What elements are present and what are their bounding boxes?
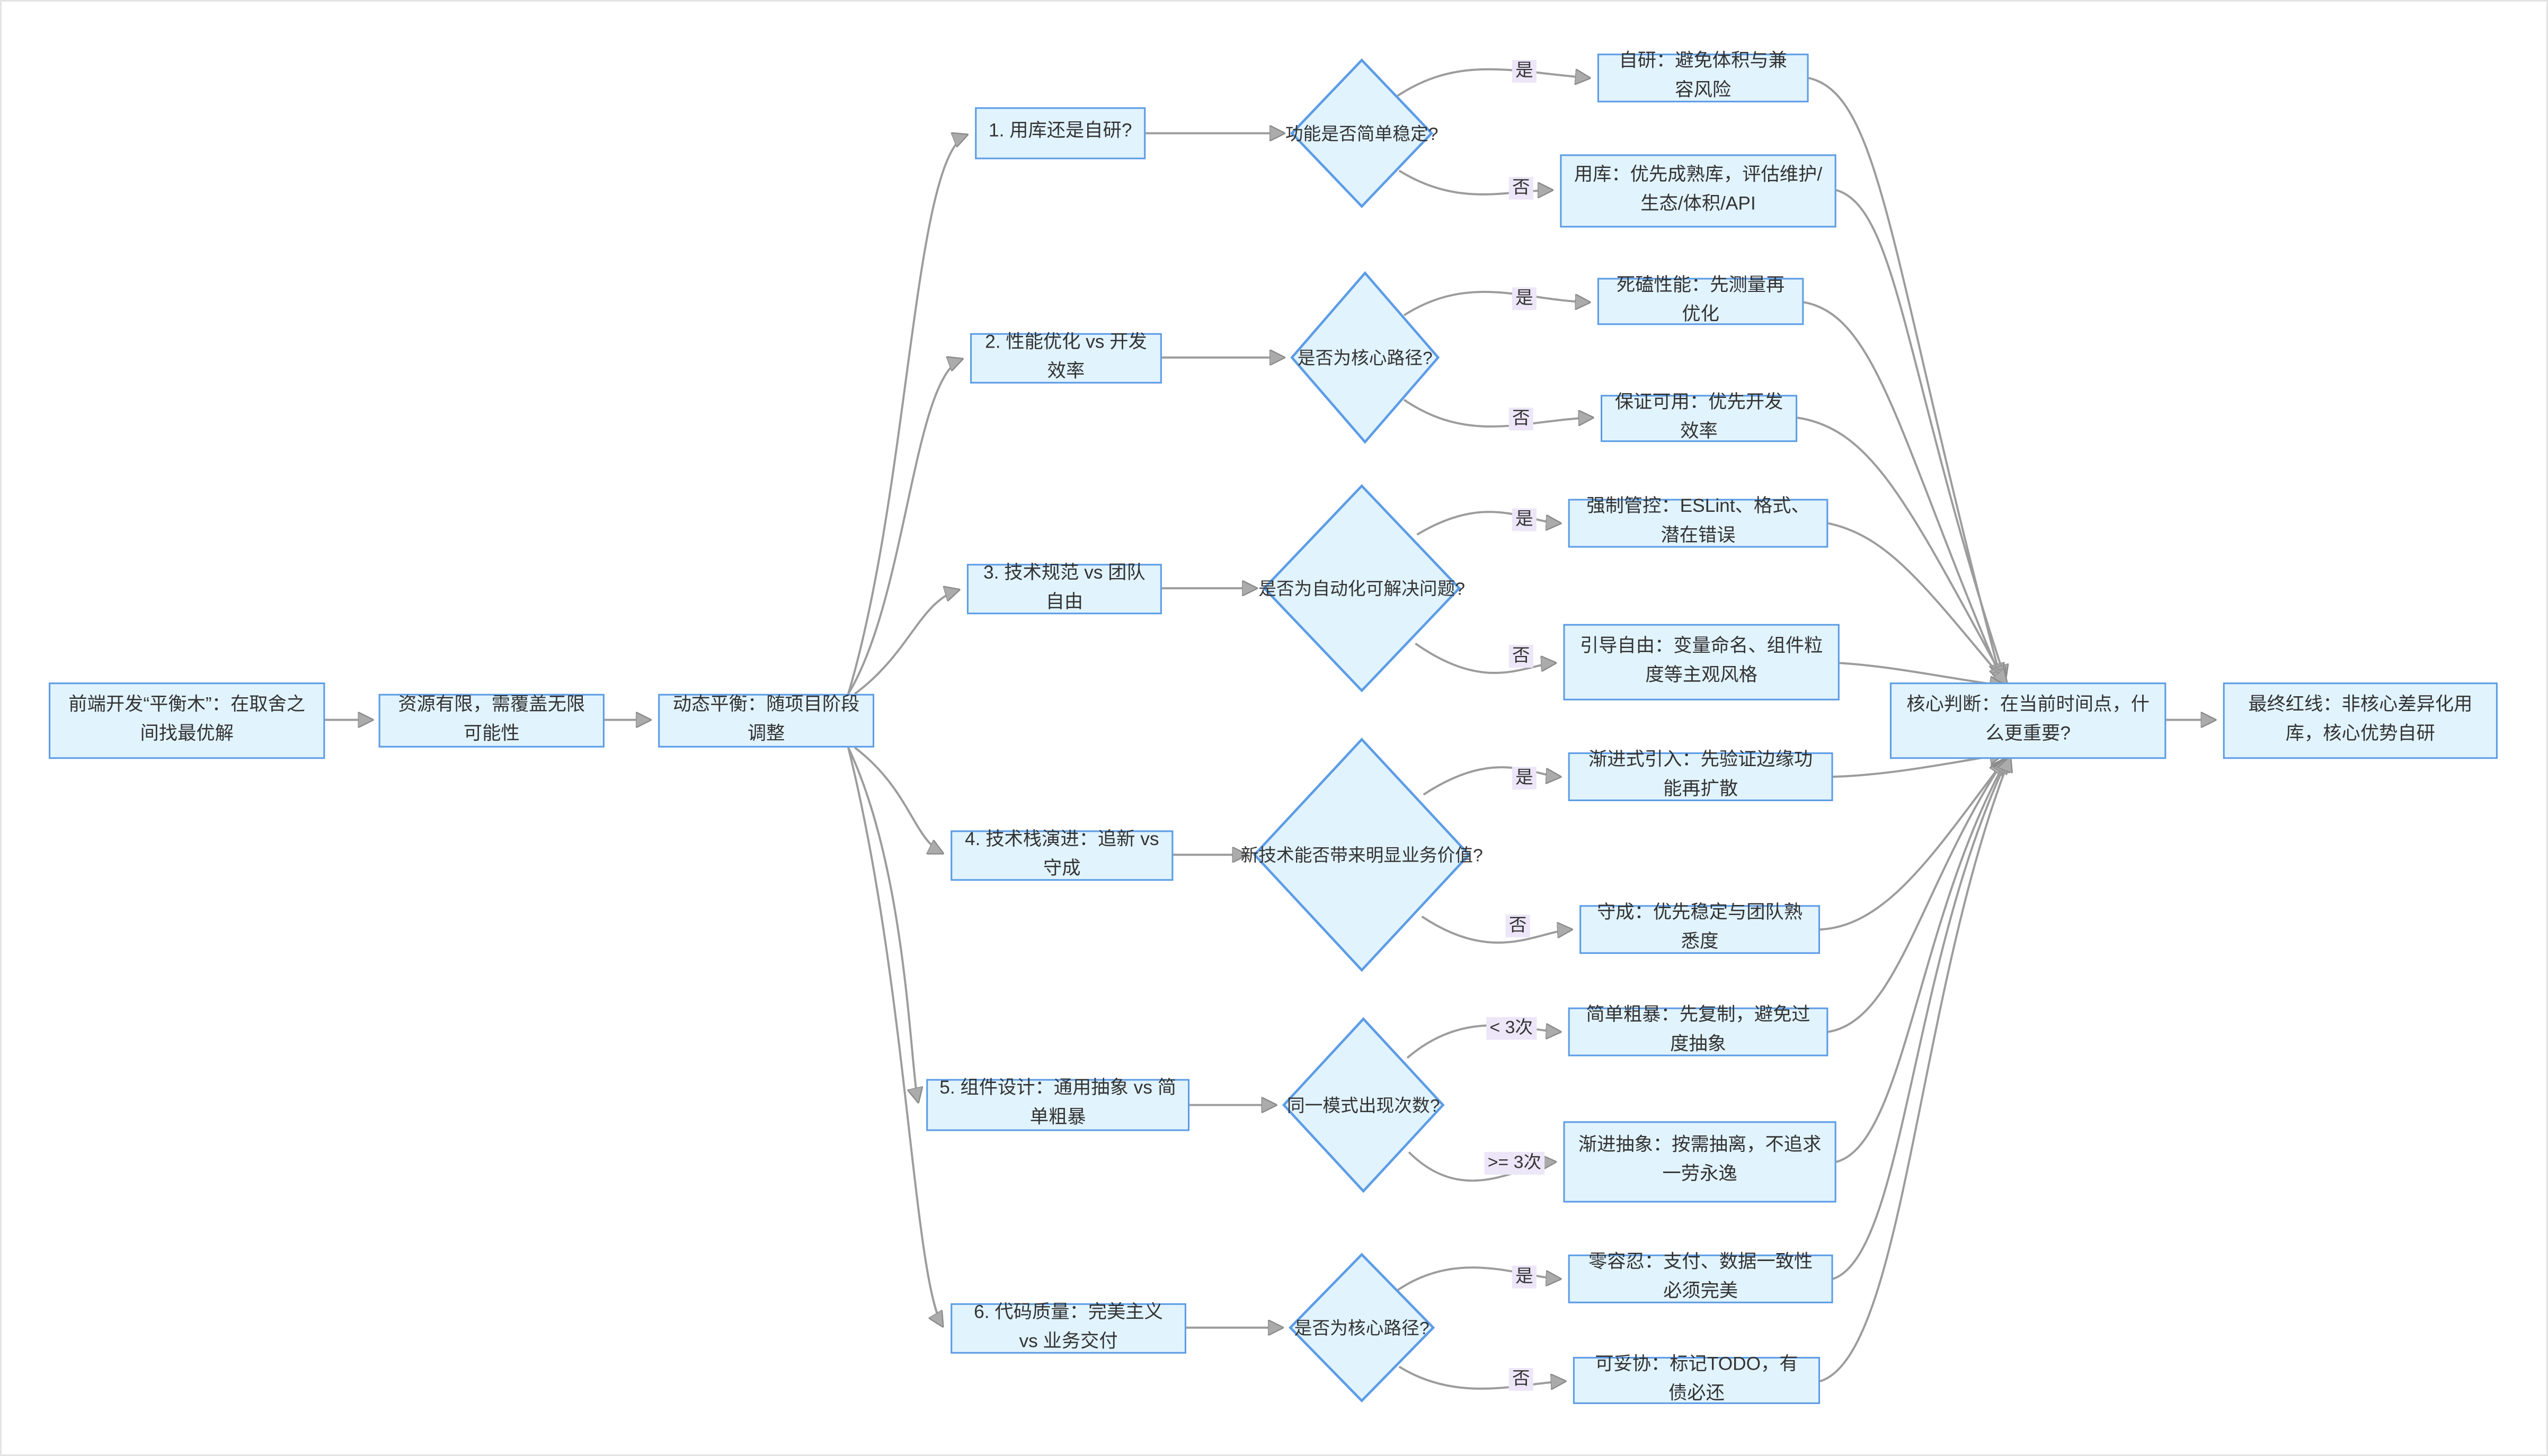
node-q2-label: 2. 性能优化 vs 开发效率 bbox=[985, 332, 1147, 381]
node-r1a: 自研：避免体积与兼容风险 bbox=[1597, 52, 1809, 103]
node-core-label: 核心判断：在当前时间点，什么更重要? bbox=[1906, 695, 2150, 744]
node-start-label: 前端开发“平衡木”：在取舍之间找最优解 bbox=[68, 695, 306, 744]
edge-r1a-core bbox=[1808, 77, 2001, 678]
node-r5b-label: 渐进抽象：按需抽离，不追求一劳永逸 bbox=[1578, 1136, 1822, 1185]
edge-label-d3-no: 否 bbox=[1508, 645, 1533, 668]
edge-balance-q5 bbox=[847, 747, 918, 1102]
node-r4a: 渐进式引入：先验证边缘功能再扩散 bbox=[1568, 751, 1833, 802]
edge-d2-r2b bbox=[1403, 398, 1593, 428]
edge-label-d1-no: 否 bbox=[1508, 176, 1533, 200]
edge-balance-q1 bbox=[847, 135, 967, 695]
edge-r1b-core bbox=[1836, 189, 2005, 679]
edge-balance-q6 bbox=[847, 747, 943, 1326]
node-r1b-label: 用库：优先成熟库，评估维护/生态/体积/API bbox=[1574, 165, 1823, 214]
edge-label-d3-yes: 是 bbox=[1512, 508, 1537, 532]
node-r6a: 零容忍：支付、数据一致性必须完美 bbox=[1568, 1253, 1833, 1303]
node-d1-shape bbox=[1290, 58, 1434, 208]
edge-d3-r3b bbox=[1415, 642, 1555, 674]
edge-r6b-core bbox=[1819, 757, 2010, 1382]
node-context-label: 资源有限，需覆盖无限可能性 bbox=[398, 695, 585, 744]
node-d4-label: 新技术能否带来明显业务价值? bbox=[1240, 846, 1483, 866]
edge-balance-q2 bbox=[847, 359, 962, 695]
node-d5-label: 同一模式出现次数? bbox=[1286, 1097, 1440, 1117]
edge-label-d6-no: 否 bbox=[1508, 1368, 1533, 1391]
node-q5: 5. 组件设计：通用抽象 vs 简单粗暴 bbox=[926, 1079, 1190, 1131]
node-r5a: 简单粗暴：先复制，避免过度抽象 bbox=[1568, 1006, 1828, 1057]
edge-r3b-core bbox=[1839, 662, 2004, 686]
edge-label-d5-ge3: >= 3次 bbox=[1484, 1152, 1545, 1175]
node-q1: 1. 用库还是自研? bbox=[975, 107, 1146, 159]
node-d3-shape bbox=[1262, 484, 1461, 693]
node-r5b: 渐进抽象：按需抽离，不追求一劳永逸 bbox=[1563, 1121, 1836, 1203]
edge-d6-r6b bbox=[1398, 1365, 1565, 1390]
node-d3-label: 是否为自动化可解决问题? bbox=[1258, 580, 1466, 600]
node-d1-label: 功能是否简单稳定? bbox=[1285, 125, 1439, 145]
node-q6: 6. 代码质量：完美主义 vs 业务交付 bbox=[951, 1303, 1186, 1354]
edge-balance-q3 bbox=[854, 590, 958, 695]
node-q4-label: 4. 技术栈演进：追新 vs 守成 bbox=[965, 830, 1159, 878]
node-d6-shape bbox=[1288, 1253, 1435, 1403]
edge-r5b-core bbox=[1836, 759, 2007, 1163]
node-q3-label: 3. 技术规范 vs 团队自由 bbox=[983, 563, 1146, 612]
edge-r4b-core bbox=[1819, 759, 2005, 931]
node-d5-shape bbox=[1282, 1017, 1445, 1193]
node-r3a-label: 强制管控：ESLint、格式、潜在错误 bbox=[1586, 498, 1810, 546]
edge-label-d2-yes: 是 bbox=[1512, 287, 1537, 311]
node-balance: 动态平衡：随项目阶段调整 bbox=[658, 694, 875, 748]
node-r2b-label: 保证可用：优先开发效率 bbox=[1614, 393, 1783, 441]
edge-r3a-core bbox=[1827, 522, 2007, 685]
node-r3b: 引导自由：变量命名、组件粒度等主观风格 bbox=[1563, 624, 1840, 700]
edge-balance-q4 bbox=[854, 747, 943, 853]
node-r4b: 守成：优先稳定与团队熟悉度 bbox=[1579, 904, 1821, 954]
node-r2b: 保证可用：优先开发效率 bbox=[1600, 393, 1798, 442]
edge-r5a-core bbox=[1828, 760, 2003, 1033]
node-q6-label: 6. 代码质量：完美主义 vs 业务交付 bbox=[974, 1302, 1163, 1352]
node-context: 资源有限，需覆盖无限可能性 bbox=[378, 694, 605, 748]
edge-label-d2-no: 否 bbox=[1508, 407, 1533, 431]
node-q1-label: 1. 用库还是自研? bbox=[988, 122, 1132, 142]
node-q3: 3. 技术规范 vs 团队自由 bbox=[966, 563, 1162, 615]
node-r4b-label: 守成：优先稳定与团队熟悉度 bbox=[1597, 903, 1803, 953]
edge-label-d4-yes: 是 bbox=[1512, 767, 1537, 791]
edge-r2a-core bbox=[1804, 301, 2002, 681]
node-r1a-label: 自研：避免体积与兼容风险 bbox=[1619, 52, 1787, 101]
edge-r6a-core bbox=[1832, 757, 2009, 1280]
node-redline-label: 最终红线：非核心差异化用库，核心优势自研 bbox=[2248, 695, 2473, 744]
node-r3b-label: 引导自由：变量命名、组件粒度等主观风格 bbox=[1579, 636, 1823, 685]
edge-d2-r2a bbox=[1403, 290, 1590, 316]
node-r3a: 强制管控：ESLint、格式、潜在错误 bbox=[1568, 498, 1828, 548]
edge-d1-r1a bbox=[1397, 68, 1590, 97]
node-r2a: 死磕性能：先测量再优化 bbox=[1597, 276, 1804, 325]
node-r6a-label: 零容忍：支付、数据一致性必须完美 bbox=[1588, 1253, 1813, 1302]
node-r4a-label: 渐进式引入：先验证边缘功能再扩散 bbox=[1588, 751, 1813, 800]
node-d6-label: 是否为核心路径? bbox=[1294, 1319, 1430, 1339]
node-d2-shape bbox=[1290, 271, 1440, 444]
edge-label-d1-yes: 是 bbox=[1512, 60, 1537, 83]
node-redline: 最终红线：非核心差异化用库，核心优势自研 bbox=[2223, 682, 2498, 759]
edge-label-d5-lt3: < 3次 bbox=[1486, 1017, 1537, 1041]
node-core: 核心判断：在当前时间点，什么更重要? bbox=[1889, 682, 2167, 759]
edge-label-d6-yes: 是 bbox=[1512, 1265, 1537, 1289]
edge-d6-r6a bbox=[1397, 1266, 1560, 1291]
edge-label-d4-no: 否 bbox=[1505, 915, 1530, 938]
edge-d1-r1b bbox=[1398, 170, 1552, 194]
node-r2a-label: 死磕性能：先测量再优化 bbox=[1616, 276, 1785, 324]
node-start: 前端开发“平衡木”：在取舍之间找最优解 bbox=[49, 682, 325, 759]
edge-r2b-core bbox=[1797, 416, 2005, 682]
edge-d3-r3a bbox=[1416, 511, 1560, 536]
node-balance-label: 动态平衡：随项目阶段调整 bbox=[672, 695, 860, 744]
node-d4-shape bbox=[1253, 738, 1471, 972]
node-d2-label: 是否为核心路径? bbox=[1297, 349, 1433, 369]
node-r1b: 用库：优先成熟库，评估维护/生态/体积/API bbox=[1560, 154, 1836, 228]
node-q5-label: 5. 组件设计：通用抽象 vs 简单粗暴 bbox=[939, 1079, 1177, 1128]
edge-d4-r4b bbox=[1421, 916, 1572, 944]
node-r5a-label: 简单粗暴：先复制，避免过度抽象 bbox=[1586, 1006, 1810, 1055]
node-r6b: 可妥协：标记TODO，有债必还 bbox=[1573, 1355, 1821, 1404]
edge-d5-r5a bbox=[1406, 1025, 1560, 1059]
node-q2: 2. 性能优化 vs 开发效率 bbox=[970, 333, 1162, 384]
edge-d4-r4a bbox=[1423, 766, 1560, 796]
node-q4: 4. 技术栈演进：追新 vs 守成 bbox=[951, 830, 1174, 881]
node-r6b-label: 可妥协：标记TODO，有债必还 bbox=[1595, 1354, 1798, 1404]
